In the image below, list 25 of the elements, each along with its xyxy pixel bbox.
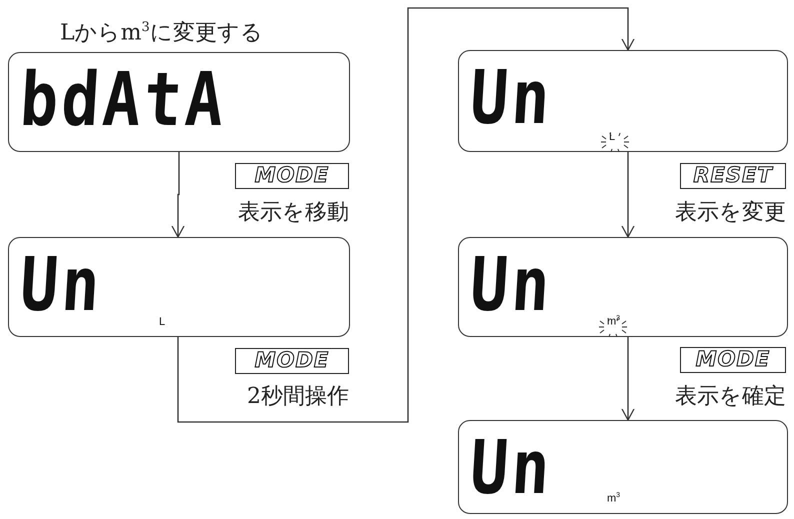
arrow: [621, 337, 635, 421]
display-panel: [458, 420, 788, 514]
key-badge: MODE: [235, 348, 349, 374]
arrow: [177, 7, 635, 423]
display-panel: [458, 237, 788, 337]
title: Lからm$^{3}$に変更する: [60, 19, 263, 48]
key-badge: RESET: [680, 163, 786, 189]
arrow: [171, 152, 185, 238]
action-text: 表示を移動: [238, 200, 349, 226]
action-text: 表示を変更: [675, 200, 786, 226]
display-readout: Un: [468, 241, 556, 330]
display-readout: Un: [18, 241, 106, 330]
display-panel: [458, 50, 788, 152]
unit-symbol: L: [159, 316, 166, 328]
display-readout: Un: [468, 54, 556, 143]
display-readout: bdAtA: [18, 56, 230, 145]
action-text: 2秒間操作: [247, 384, 349, 410]
action-text: 表示を確定: [675, 384, 786, 410]
unit-symbol: m$^{3}$: [607, 491, 620, 505]
display-readout: Un: [468, 424, 556, 513]
display-panel: [8, 52, 350, 152]
display-panel: [8, 237, 350, 337]
key-badge: MODE: [680, 347, 786, 373]
key-badge: MODE: [235, 163, 349, 189]
arrow: [621, 152, 635, 238]
